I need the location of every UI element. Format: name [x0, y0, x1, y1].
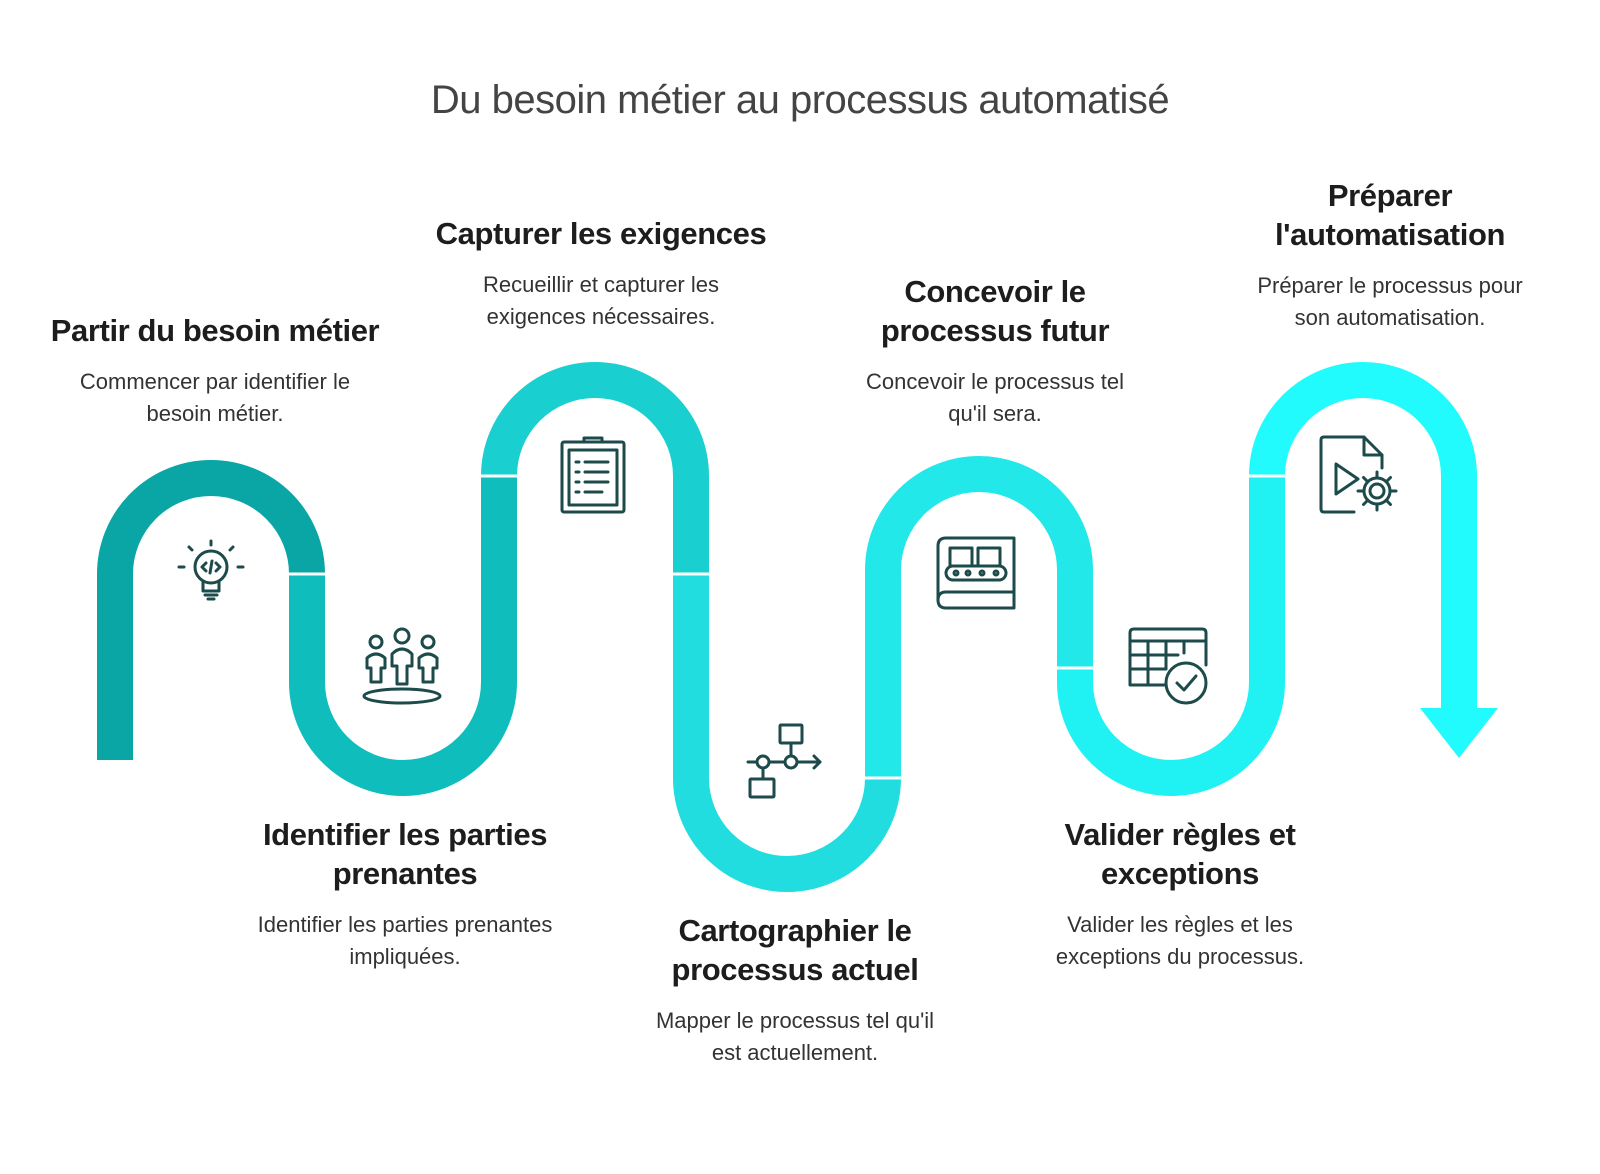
stakeholders-group-icon: [360, 626, 444, 708]
clipboard-list-icon: [558, 434, 628, 516]
step-title: Concevoir le processus futur: [880, 274, 1110, 348]
step-description: Valider les règles et les exceptions du …: [1055, 912, 1305, 969]
step-title: Capturer les exigences: [435, 216, 767, 251]
path-segment-2: [289, 476, 517, 796]
step-2: Identifier les parties prenantes Identif…: [210, 815, 600, 973]
step-6: Valider règles et exceptions Valider les…: [985, 815, 1375, 973]
step-description: Identifier les parties prenantes impliqu…: [257, 912, 553, 969]
step-5: Concevoir le processus futur Concevoir l…: [800, 272, 1190, 430]
step-description: Commencer par identifier le besoin métie…: [79, 369, 351, 426]
step-title: Valider règles et exceptions: [1064, 817, 1296, 891]
step-4: Cartographier le processus actuel Mapper…: [600, 911, 990, 1069]
step-title: Identifier les parties prenantes: [262, 817, 548, 891]
table-check-icon: [1126, 625, 1210, 709]
lightbulb-code-icon: [175, 537, 247, 613]
flowchart-icon: [744, 721, 826, 805]
step-1: Partir du besoin métier Commencer par id…: [20, 311, 410, 430]
step-description: Concevoir le processus tel qu'il sera.: [865, 369, 1124, 426]
path-segment-5: [865, 456, 1093, 778]
page-title: Du besoin métier au processus automatisé: [430, 78, 1170, 122]
step-3: Capturer les exigences Recueillir et cap…: [406, 214, 796, 333]
path-segment-7: [1249, 362, 1477, 708]
path-segment-6: [1057, 476, 1285, 796]
conveyor-blueprint-icon: [934, 534, 1020, 612]
step-title: Cartographier le processus actuel: [671, 913, 919, 987]
step-description: Recueillir et capturer les exigences néc…: [483, 272, 719, 329]
path-arrowhead: [1420, 708, 1498, 758]
file-play-gear-icon: [1318, 434, 1400, 516]
step-title: Préparer l'automatisation: [1274, 178, 1506, 252]
step-description: Préparer le processus pour son automatis…: [1257, 273, 1523, 330]
step-7: Préparer l'automatisation Préparer le pr…: [1195, 176, 1585, 334]
step-description: Mapper le processus tel qu'il est actuel…: [655, 1008, 935, 1065]
segment-separators: [288, 474, 1286, 780]
step-title: Partir du besoin métier: [50, 313, 380, 348]
path-segment-4: [673, 574, 901, 892]
path-segment-3: [481, 362, 709, 574]
path-segment-1: [97, 460, 325, 760]
